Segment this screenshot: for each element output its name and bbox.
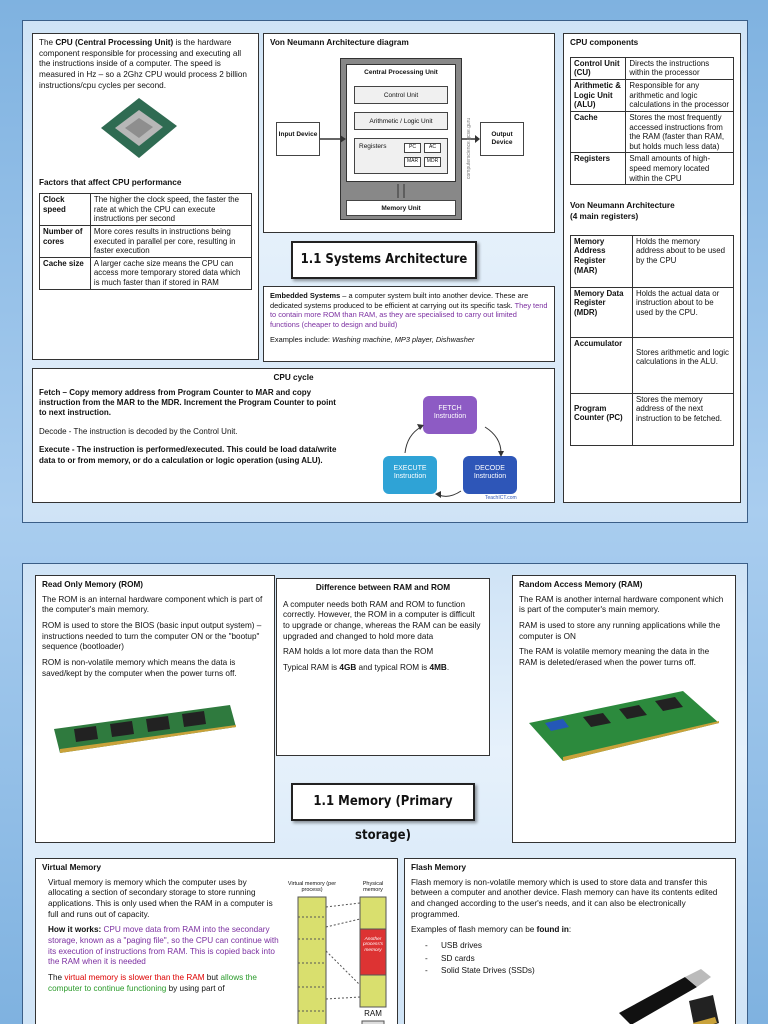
virtual-memory-diagram bbox=[297, 896, 387, 1024]
ram-stick-image bbox=[529, 690, 719, 761]
table-row: Memory Data Register (MDR)Holds the actu… bbox=[570, 286, 735, 338]
factors-heading: Factors that affect CPU performance bbox=[39, 178, 182, 188]
ram-rom-difference-panel: Difference between RAM and ROM A compute… bbox=[276, 578, 490, 756]
table-row: Memory Address Register (MAR)Holds the m… bbox=[570, 234, 735, 288]
vn-control-unit: Control Unit bbox=[354, 86, 448, 104]
vn-registers-table: Memory Address Register (MAR)Holds the m… bbox=[570, 234, 735, 446]
cpu-cycle-heading: CPU cycle bbox=[273, 373, 314, 382]
cpu-intro-text: The CPU (Central Processing Unit) is the… bbox=[39, 38, 247, 90]
cpu-components-heading: CPU components bbox=[570, 38, 639, 47]
list-item: SD cards bbox=[425, 954, 729, 965]
table-row: Arithmetic & Logic Unit (ALU)Responsible… bbox=[569, 78, 734, 112]
rom-chip-image bbox=[54, 705, 236, 754]
ram-heading: Random Access Memory (RAM) bbox=[519, 580, 643, 589]
difference-heading: Difference between RAM and ROM bbox=[315, 583, 451, 592]
vn-credit: computerscience.gcse.guru bbox=[466, 117, 472, 179]
flash-memory-panel: Flash Memory Flash memory is non-volatil… bbox=[404, 858, 736, 1024]
vn-registers-heading: Von Neumann Architecture(4 main register… bbox=[570, 201, 675, 221]
cpu-intro-panel: The CPU (Central Processing Unit) is the… bbox=[32, 33, 259, 360]
cpu-chip-image bbox=[101, 98, 177, 159]
list-item: Solid State Drives (SSDs) bbox=[425, 966, 729, 977]
table-row: Control Unit (CU)Directs the instruction… bbox=[569, 56, 734, 80]
rom-heading: Read Only Memory (ROM) bbox=[42, 580, 143, 589]
cpu-cycle-panel: CPU cycle Fetch – Copy memory address fr… bbox=[32, 368, 555, 503]
von-neumann-diagram-panel: Von Neumann Architecture diagram Central… bbox=[263, 33, 555, 233]
slide-memory: Read Only Memory (ROM) The ROM is an int… bbox=[22, 563, 748, 1024]
cycle-arrows bbox=[404, 424, 504, 498]
diag-other-label: Another process's memory bbox=[362, 937, 384, 953]
vn-diagram-title: Von Neumann Architecture diagram bbox=[270, 38, 409, 47]
diag-physical-label: Physical memory bbox=[362, 881, 384, 894]
fetch-text: Fetch – Copy memory address from Program… bbox=[39, 387, 336, 418]
decode-text: Decode - The instruction is decoded by t… bbox=[39, 426, 238, 436]
cycle-credit: TeachICT.com bbox=[485, 495, 517, 501]
vn-input-device: Input Device bbox=[276, 122, 320, 156]
list-item: USB drives bbox=[425, 941, 729, 952]
execute-text: Execute - The instruction is performed/e… bbox=[39, 445, 337, 465]
flash-memory-heading: Flash Memory bbox=[411, 863, 467, 872]
vn-registers: Registers bbox=[354, 138, 448, 174]
flash-examples-list: USB drives SD cards Solid State Drives (… bbox=[425, 941, 729, 977]
embedded-systems-panel: Embedded Systems – a computer system bui… bbox=[263, 286, 555, 362]
table-row: Program Counter (PC)Stores the memory ad… bbox=[570, 392, 735, 446]
virtual-memory-heading: Virtual Memory bbox=[42, 863, 101, 872]
rom-panel: Read Only Memory (ROM) The ROM is an int… bbox=[35, 575, 275, 843]
diag-ram-label: RAM bbox=[364, 1009, 382, 1018]
cpu-components-panel: CPU components Control Unit (CU)Directs … bbox=[563, 33, 741, 503]
vn-memory-unit: Memory Unit bbox=[346, 200, 456, 216]
diag-virtual-label: Virtual memory (per process) bbox=[287, 881, 337, 894]
usb-sd-image bbox=[619, 969, 719, 1024]
vn-arrows bbox=[320, 135, 480, 198]
ram-panel: Random Access Memory (RAM) The RAM is an… bbox=[512, 575, 736, 843]
vn-alu: Arithmetic / Logic Unit bbox=[354, 112, 448, 130]
vn-output-device: Output Device bbox=[480, 122, 524, 156]
virtual-memory-panel: Virtual Memory Virtual memory is memory … bbox=[35, 858, 398, 1024]
section-title-systems-architecture: 1.1 Systems Architecture bbox=[291, 241, 477, 279]
cpu-components-table: Control Unit (CU)Directs the instruction… bbox=[569, 56, 734, 186]
slide-systems-architecture: The CPU (Central Processing Unit) is the… bbox=[22, 20, 748, 523]
section-title-memory: 1.1 Memory (Primary storage) bbox=[291, 783, 475, 843]
